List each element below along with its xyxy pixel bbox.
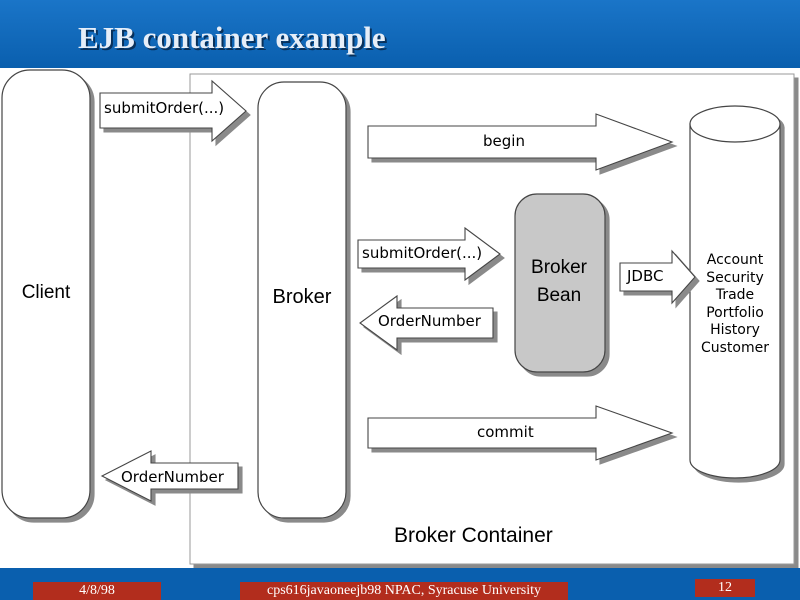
broker-bean-label-line1: Broker: [531, 257, 587, 278]
order-number-client-label: OrderNumber: [121, 468, 224, 486]
footer-date: 4/8/98: [33, 582, 161, 600]
commit-label: commit: [477, 423, 534, 441]
database-item: Customer: [700, 339, 769, 356]
broker-container-label: Broker Container: [394, 524, 553, 547]
broker-box: [257, 81, 347, 519]
database-item: Portfolio: [706, 304, 764, 321]
submit-order-top-arrow: [99, 79, 247, 143]
broker-bean-box: [514, 193, 606, 373]
footer-course-info: cps616javaoneejb98 NPAC, Syracuse Univer…: [240, 582, 568, 600]
slide-footer: 4/8/98 cps616javaoneejb98 NPAC, Syracuse…: [0, 568, 800, 600]
database-item: History: [710, 322, 760, 338]
begin-arrow: [367, 113, 674, 171]
client-box: [1, 69, 91, 519]
database-item: Account: [706, 252, 764, 268]
database-items: Account Security Trade Portfolio History…: [692, 252, 778, 357]
submit-order-top-label: submitOrder(...): [104, 99, 225, 117]
database-item: Security: [706, 269, 764, 286]
order-number-client-arrow: [100, 450, 239, 502]
begin-label: begin: [483, 132, 525, 150]
footer-page-number: 12: [695, 579, 755, 597]
slide-header: EJB container example: [0, 0, 800, 68]
order-number-inner-label: OrderNumber: [378, 312, 481, 330]
jdbc-arrow: [619, 249, 696, 305]
submit-order-inner-arrow: [357, 226, 501, 282]
database-cylinder: [689, 105, 781, 479]
order-number-inner-arrow: [359, 294, 494, 352]
slide-title: EJB container example: [78, 20, 386, 55]
commit-arrow: [367, 405, 674, 461]
submit-order-inner-label: submitOrder(...): [362, 244, 483, 262]
client-label: Client: [21, 282, 71, 303]
diagram-graphics: [1, 69, 795, 565]
database-item: Trade: [715, 287, 755, 303]
jdbc-label: JDBC: [627, 267, 664, 285]
broker-bean-label-line2: Bean: [536, 285, 582, 306]
diagram: Client Broker Broker Bean Broker Contain…: [0, 68, 800, 568]
broker-label: Broker: [272, 286, 332, 308]
